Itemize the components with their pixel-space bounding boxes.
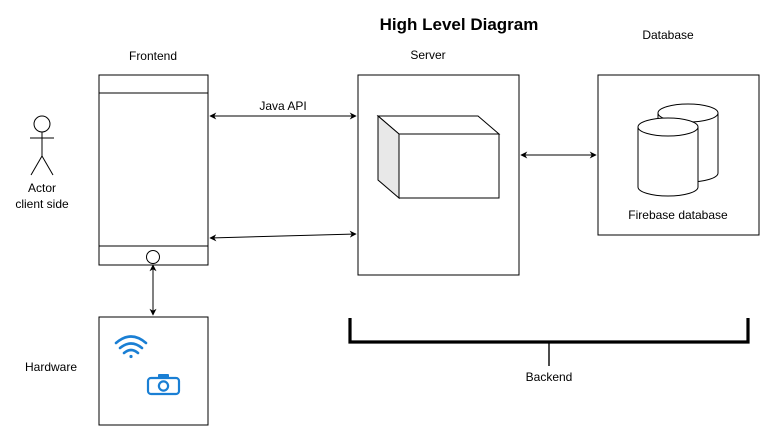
hardware-label: Hardware [25, 360, 77, 374]
server-cube [376, 114, 501, 200]
actor-label: Actor [28, 181, 56, 195]
hardware-box [98, 316, 209, 426]
backend-bracket [348, 318, 750, 366]
phone-home-button [146, 250, 160, 264]
actor-sublabel: client side [15, 197, 69, 211]
database-cylinders [637, 103, 719, 197]
wifi-icon [114, 335, 148, 359]
frontend-phone [98, 74, 209, 266]
java-api-label: Java API [259, 99, 306, 113]
server-label: Server [410, 48, 445, 62]
diagram-title: High Level Diagram [380, 15, 539, 34]
actor-figure [30, 115, 54, 176]
frontend-label: Frontend [129, 49, 177, 63]
frontend-server-connector [209, 230, 357, 242]
database-label: Database [642, 28, 694, 42]
camera-icon [146, 374, 181, 396]
database-caption: Firebase database [628, 208, 728, 222]
backend-label: Backend [526, 370, 573, 384]
